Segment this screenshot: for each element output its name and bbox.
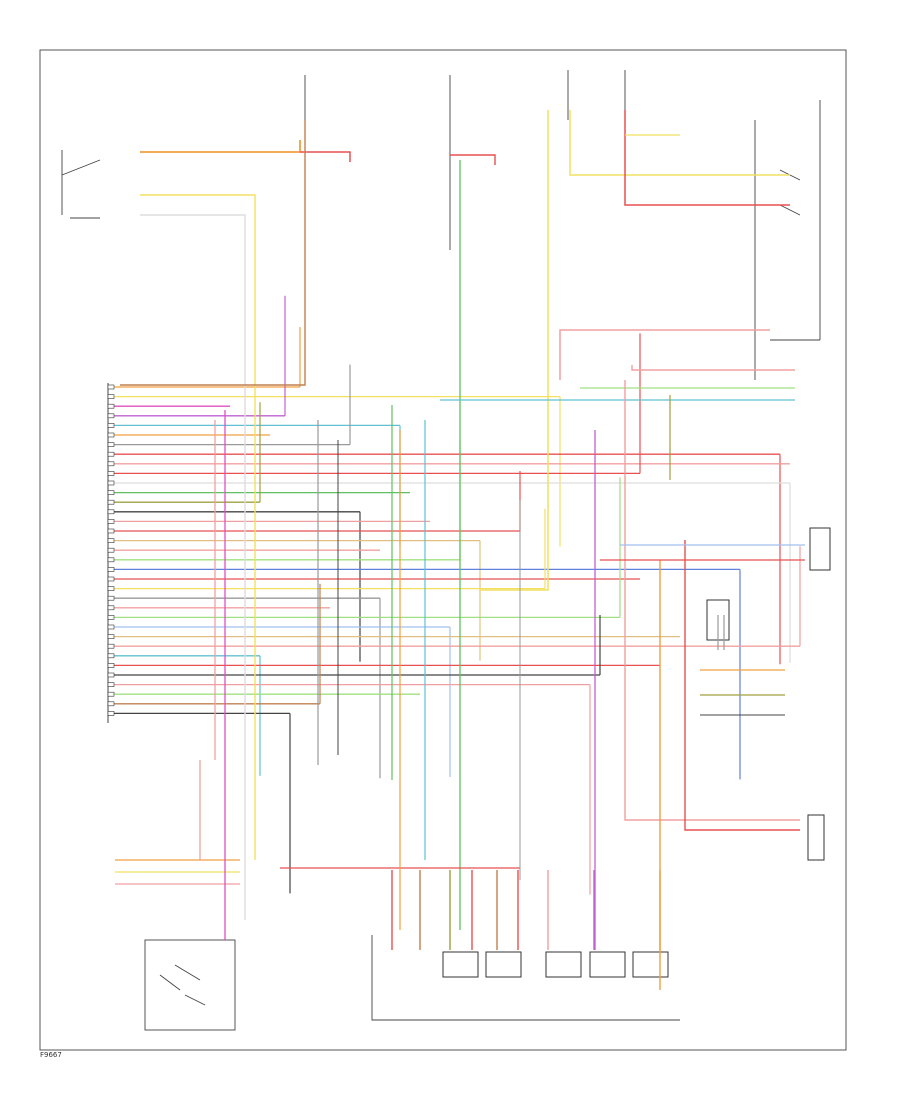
pcm-pin-9	[107, 461, 115, 467]
footer-code: F9667	[40, 1051, 62, 1059]
pcm-pin-31	[107, 672, 115, 678]
diagram-border	[39, 49, 847, 1051]
pcm-pin-13	[107, 499, 115, 505]
wire-red-lower	[684, 540, 800, 831]
wire-brown-power	[120, 120, 306, 386]
pcm-pin-35	[107, 711, 115, 716]
pcm-pin-5	[107, 423, 115, 428]
pcm-pin-21	[107, 576, 115, 582]
wire-white-tr-switch	[140, 214, 246, 920]
pcm-pin-28	[107, 643, 115, 649]
pcm-pin-2	[107, 394, 115, 399]
pcm-pin-16	[107, 528, 115, 534]
pcm-pin-15	[107, 519, 115, 524]
wire-layer	[107, 110, 805, 990]
pcm-pin-29	[107, 653, 115, 659]
wire-yellow-right	[569, 110, 790, 176]
pcm-pin-23	[107, 595, 115, 601]
pcm-pin-10	[107, 471, 115, 476]
pcm-pin-12	[107, 490, 115, 495]
pcm-pin-24	[107, 605, 115, 611]
pcm-pin-22	[107, 586, 115, 591]
wire-yellow-tr-switch	[140, 194, 256, 860]
pcm-pin-7	[107, 442, 115, 447]
pcm-pin-19	[107, 557, 115, 563]
wire-orange-top	[140, 140, 301, 153]
pcm-pin-11	[107, 480, 115, 486]
tcc-solenoid-box	[545, 951, 582, 978]
shift-solenoid-1-box	[485, 951, 522, 978]
pcm-pin-6	[107, 432, 115, 438]
pcm-pin-4	[107, 413, 115, 419]
shift-solenoid-2-box	[589, 951, 626, 978]
pcm-pin-20	[107, 567, 115, 572]
pcm-pin-8	[107, 451, 115, 457]
pcm-pin-32	[107, 682, 115, 687]
right-connector-box	[809, 527, 831, 571]
pcm-pin-18	[107, 547, 115, 553]
wire-pink-lower	[624, 380, 800, 821]
wire-pink-2	[631, 365, 795, 371]
pcm-pin-30	[107, 663, 115, 668]
wire-red-right	[624, 110, 790, 206]
wire-pink-right	[559, 329, 770, 380]
pcm-pin-3	[107, 403, 115, 409]
coast-clutch-solenoid-box	[632, 951, 669, 978]
wire-red-fuse2	[450, 154, 496, 165]
pcm-pin-17	[107, 538, 115, 543]
component-boxes	[442, 527, 831, 978]
wire-tss-leads	[717, 615, 725, 650]
pcm-pin-1	[107, 384, 115, 390]
pcm-connector-pins	[107, 384, 115, 716]
pcm-pin-26	[107, 624, 115, 630]
pcm-pin-25	[107, 615, 115, 620]
right-lower-connector-box	[807, 814, 825, 861]
pcm-pin-34	[107, 701, 115, 707]
pcm-pin-14	[107, 509, 115, 515]
wire-red-fuse	[300, 151, 351, 162]
pcm-pin-33	[107, 691, 115, 697]
epc-solenoid-box	[442, 951, 479, 978]
pcm-pin-27	[107, 634, 115, 639]
wire-yellow-vert	[480, 110, 549, 591]
